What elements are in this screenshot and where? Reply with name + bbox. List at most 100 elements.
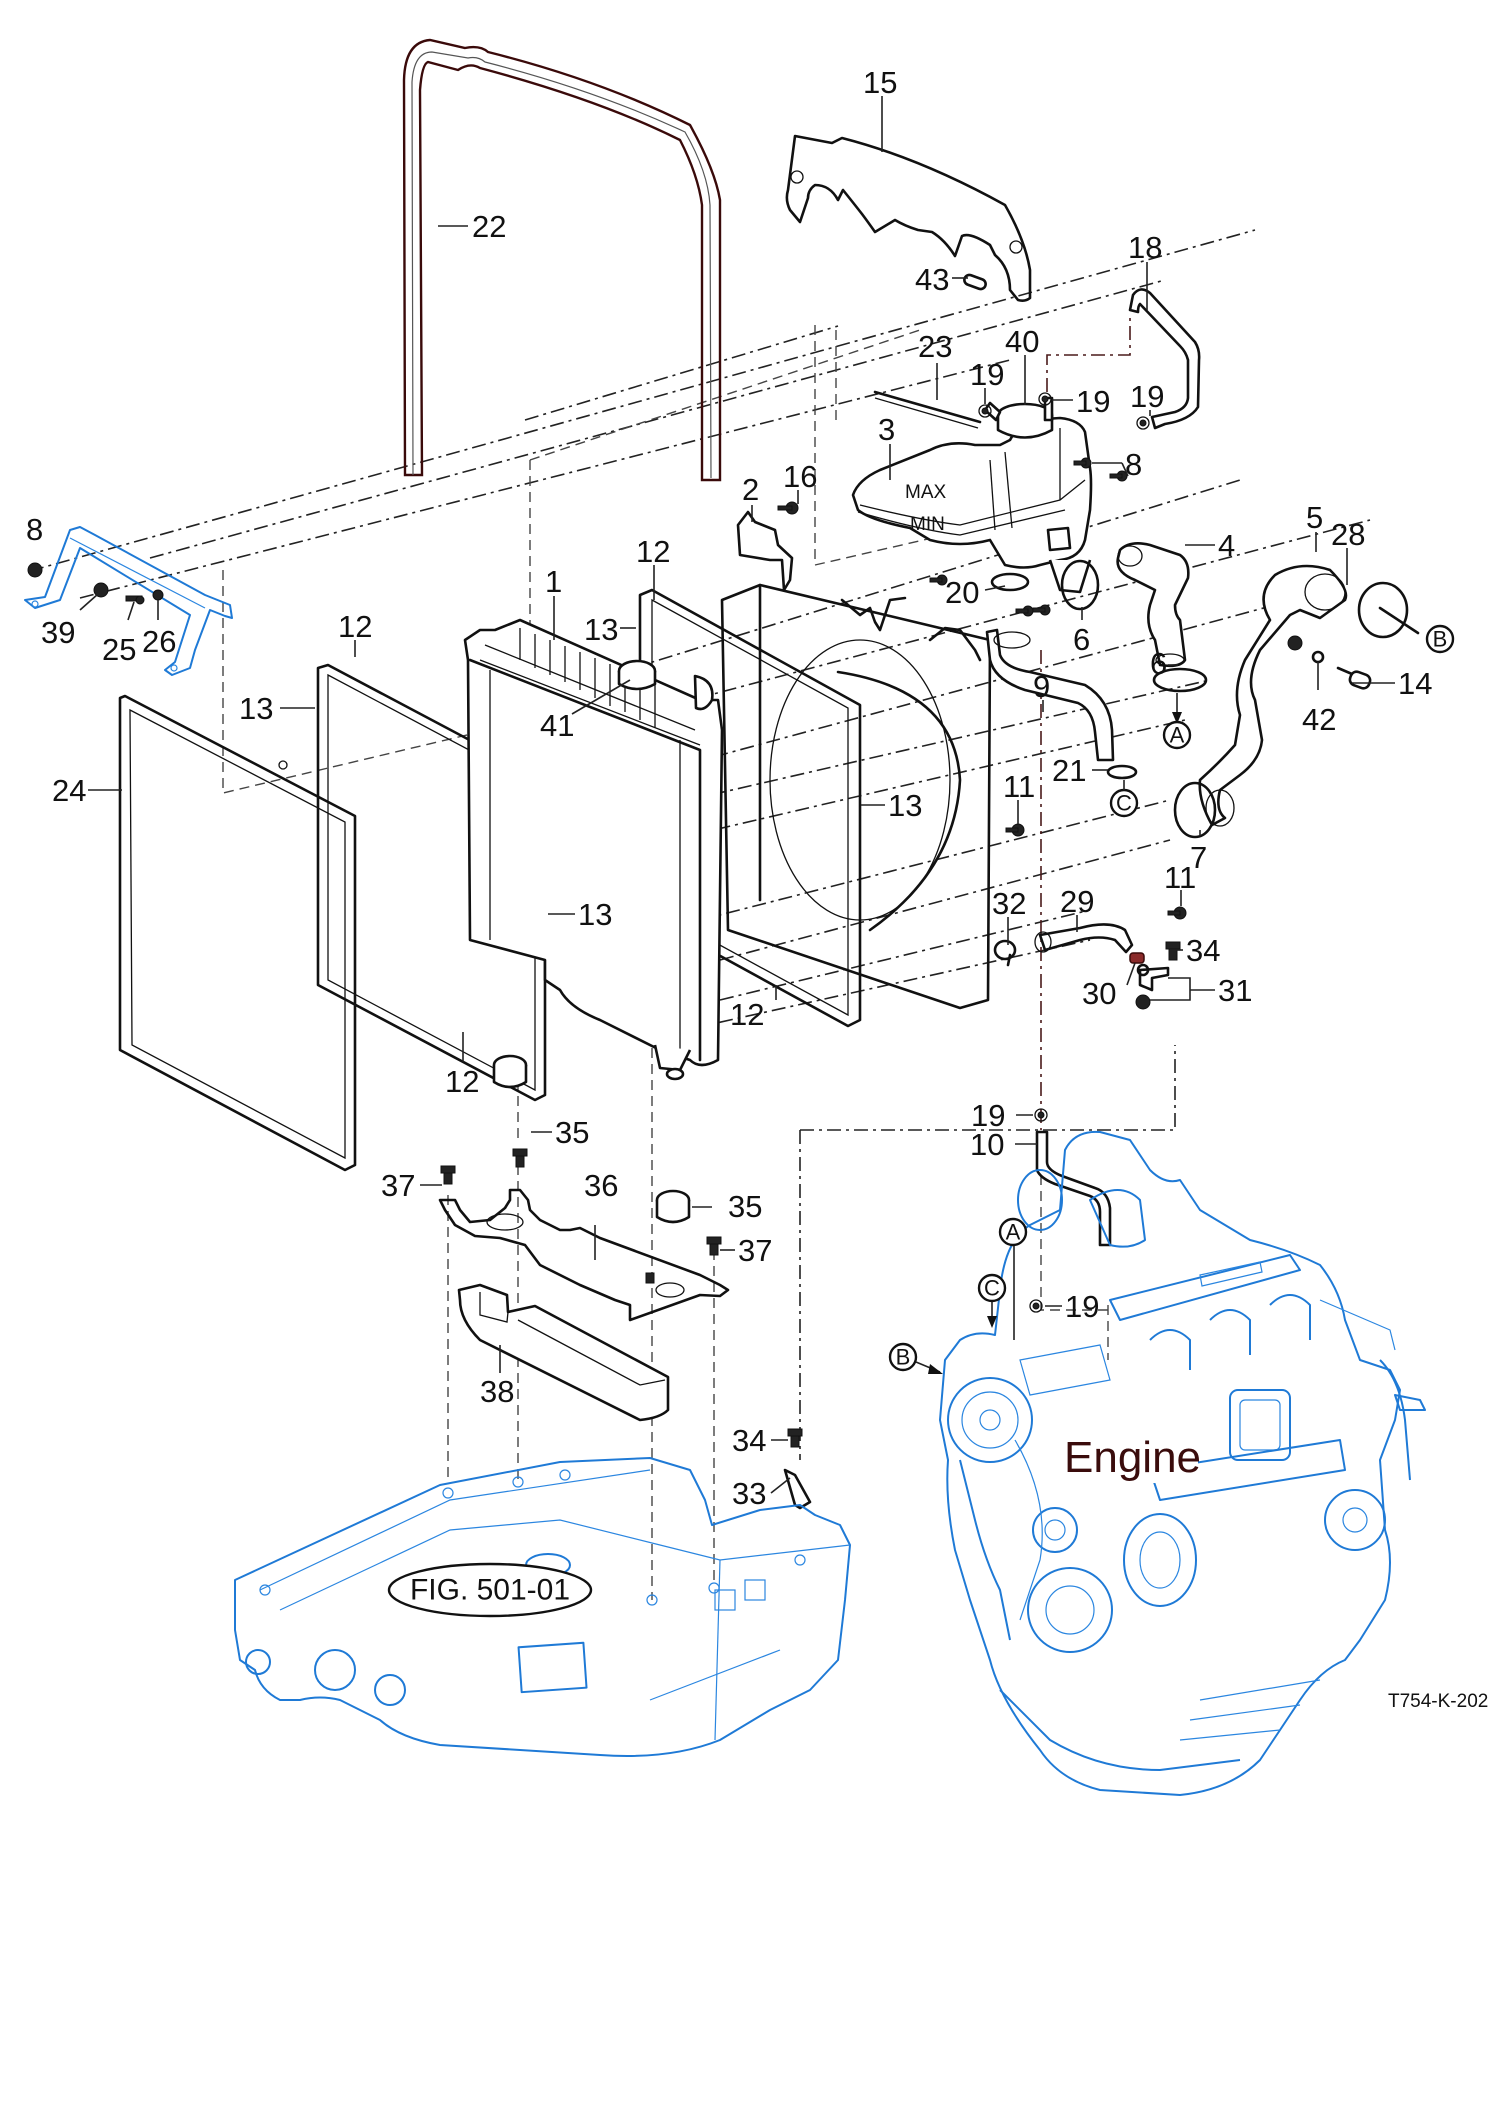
upper-support-bracket[interactable] <box>24 526 233 676</box>
part-5-lower-hose[interactable] <box>1198 564 1348 827</box>
connection-marker-A: A <box>1162 693 1192 750</box>
part-9-hose[interactable] <box>985 628 1115 762</box>
bolt[interactable] <box>512 1148 528 1168</box>
bolt-8[interactable] <box>27 562 43 578</box>
tank-outlet-neck <box>1048 559 1092 594</box>
callout-13: 13 <box>578 897 612 932</box>
part-23-tube[interactable] <box>873 390 982 429</box>
bolt-34[interactable] <box>1165 941 1181 961</box>
part-36-support-plate[interactable] <box>438 1188 730 1322</box>
figure-reference-badge[interactable]: FIG. 501-01 <box>387 1562 593 1618</box>
frame-reference-drawing <box>234 1457 851 1757</box>
callout-6: 6 <box>1073 622 1090 657</box>
bolt-34[interactable] <box>787 1428 803 1448</box>
bolt-37[interactable] <box>706 1236 722 1256</box>
part-18-overflow-hose[interactable] <box>1128 288 1201 430</box>
part-32-clip[interactable] <box>993 939 1017 967</box>
seal-frame-left[interactable] <box>316 663 547 1102</box>
part-31-bracket-kit[interactable] <box>1135 963 1170 1010</box>
part-1-radiator[interactable] <box>463 618 724 1081</box>
bolt-8[interactable] <box>1073 457 1092 469</box>
hose-clamp-19[interactable] <box>978 404 992 418</box>
callout-42: 42 <box>1302 702 1336 737</box>
callout-34: 34 <box>1186 933 1220 968</box>
callout-26: 26 <box>142 624 176 659</box>
callout-38: 38 <box>480 1374 514 1409</box>
hose-clamp-19[interactable] <box>1136 416 1150 430</box>
part-4-upper-hose[interactable] <box>1116 542 1190 668</box>
part-2-bracket[interactable] <box>736 510 794 592</box>
bolt-25[interactable] <box>125 595 145 605</box>
hose-clamp-19[interactable] <box>1038 392 1052 406</box>
callout-28: 28 <box>1331 517 1365 552</box>
bolt[interactable] <box>1015 605 1034 617</box>
fan-shroud[interactable] <box>720 583 992 1010</box>
svg-text:C: C <box>1116 791 1132 816</box>
part-20-o-ring[interactable] <box>990 572 1030 592</box>
part-35-rubber-mount[interactable] <box>492 1054 528 1089</box>
callout-6: 6 <box>1150 646 1167 681</box>
svg-text:B: B <box>1433 627 1448 652</box>
callout-35: 35 <box>728 1189 762 1224</box>
connection-marker-B: B <box>1425 624 1455 654</box>
connection-marker-C-engine: C <box>977 1273 1007 1328</box>
bolt-16[interactable] <box>777 501 799 515</box>
bolt-11[interactable] <box>1167 906 1187 920</box>
callout-12: 12 <box>445 1064 479 1099</box>
part-29-hose[interactable] <box>1034 923 1134 954</box>
callout-19: 19 <box>1130 379 1164 414</box>
bolt-8[interactable] <box>1109 470 1128 482</box>
reference-line <box>719 909 1091 1001</box>
svg-text:C: C <box>984 1276 1000 1301</box>
radiator-inlet <box>693 674 714 711</box>
part-22-seal-strip[interactable] <box>402 38 722 482</box>
callout-37: 37 <box>738 1233 772 1268</box>
callout-12: 12 <box>730 997 764 1032</box>
part-38-foam-block[interactable] <box>457 1283 670 1422</box>
part-15-shroud-bracket[interactable] <box>785 134 1032 302</box>
part-42-seal-washer[interactable] <box>1311 650 1325 664</box>
part-6-hose-clamp[interactable] <box>1152 667 1208 693</box>
reference-line <box>1046 315 1131 392</box>
part-7-hose-clamp[interactable] <box>1173 781 1217 839</box>
reference-line <box>719 839 1171 961</box>
bolt[interactable] <box>929 574 948 586</box>
part-28-hose-clamp[interactable] <box>1357 581 1420 639</box>
hose-clamp-19[interactable] <box>1034 1108 1048 1122</box>
part-3-expansion-tank[interactable]: MAX MIN <box>851 416 1093 594</box>
part-21-o-ring[interactable] <box>1106 764 1138 780</box>
engine-reference-drawing <box>939 1130 1426 1796</box>
part-30-clamp[interactable] <box>1129 952 1145 964</box>
part-6-hose-clamp[interactable] <box>1060 559 1100 611</box>
callout-13: 13 <box>584 612 618 647</box>
callout-34: 34 <box>732 1423 766 1458</box>
callout-8: 8 <box>1125 447 1142 482</box>
part-24-screen[interactable] <box>118 694 357 1172</box>
tank-max-mark: MAX <box>905 482 947 503</box>
bolt-37[interactable] <box>440 1165 456 1185</box>
bolt-11[interactable] <box>1005 823 1025 837</box>
callout-32: 32 <box>992 886 1026 921</box>
part-35-rubber-mount[interactable] <box>655 1189 691 1224</box>
callout-20: 20 <box>945 575 979 610</box>
callout-7: 7 <box>1190 840 1207 875</box>
callout-11: 11 <box>1164 860 1196 895</box>
nut[interactable] <box>1287 635 1303 651</box>
reference-line <box>639 939 1091 1041</box>
bolt[interactable] <box>645 1272 655 1284</box>
tank-side-port <box>1046 526 1072 552</box>
bolt[interactable] <box>1032 604 1051 616</box>
part-43-grommet[interactable] <box>963 273 987 291</box>
washer-26[interactable] <box>152 589 164 601</box>
part-40-filler-cap[interactable] <box>983 401 1054 439</box>
callout-22: 22 <box>472 209 506 244</box>
reference-line <box>609 589 1331 786</box>
tank-vent-nipple <box>1043 396 1054 422</box>
callout-41: 41 <box>540 708 574 743</box>
callout-13: 13 <box>888 788 922 823</box>
part-14-drain-plug[interactable] <box>1336 666 1372 690</box>
callout-4: 4 <box>1218 528 1235 563</box>
part-33-bracket[interactable] <box>783 1468 812 1510</box>
hose-clamp-19[interactable] <box>1029 1299 1043 1313</box>
